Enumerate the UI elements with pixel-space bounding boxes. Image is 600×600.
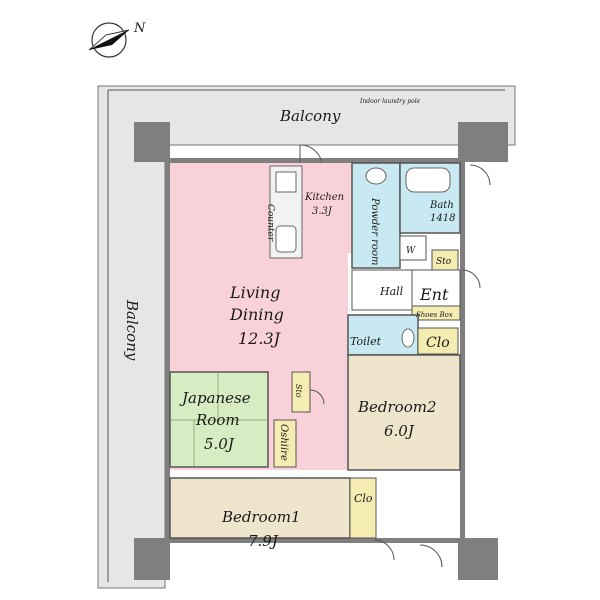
counter-label: Counter (265, 204, 275, 242)
japanese-size: 5.0J (204, 435, 235, 453)
bedroom1 (169, 477, 351, 539)
toilet-icon (401, 328, 415, 348)
entrance-area (411, 269, 461, 311)
living-size: 12.3J (238, 329, 282, 348)
hall-label: Hall (379, 285, 404, 298)
sink-icon (275, 225, 297, 253)
tatami-lines (170, 372, 268, 467)
bedroom2-label: Bedroom2 (357, 398, 437, 416)
storage-mid (291, 371, 311, 413)
bedroom2-size: 6.0J (384, 422, 415, 440)
balcony-left-label: Balcony (123, 299, 141, 361)
japanese-room (169, 371, 269, 468)
stove-icon (275, 171, 297, 193)
oshiire-closet (273, 419, 297, 468)
bathtub-icon (405, 167, 451, 193)
living-label-2: Dining (229, 305, 284, 324)
compass-label: N (133, 21, 146, 36)
living-label-1: Living (229, 283, 280, 302)
japanese-label-1: Japanese (179, 389, 251, 407)
kitchen-label: Kitchen (304, 192, 344, 203)
clo-bottom-label: Clo (354, 492, 373, 505)
door-arcs (299, 144, 491, 568)
bedroom1-label: Bedroom1 (221, 508, 301, 526)
bedroom1-size: 7.9J (248, 532, 279, 550)
washbasin-icon (365, 167, 387, 185)
washer-box (399, 235, 427, 261)
closet-bottom (349, 477, 377, 539)
hall-area (351, 269, 413, 311)
oshiire-label: Oshiire (278, 424, 289, 461)
clo-right-label: Clo (426, 335, 450, 351)
toilet-label: Toilet (350, 335, 382, 348)
closet-right (417, 327, 459, 355)
balcony-top-label: Balcony (279, 107, 341, 125)
bedroom2 (347, 354, 461, 471)
shoes-box (411, 305, 461, 321)
japanese-label-2: Room (195, 411, 240, 429)
bath-size: 1418 (430, 213, 455, 224)
laundry-pole-label: Indoor laundry pole (359, 98, 421, 105)
kitchen-size: 3.3J (312, 206, 333, 217)
washer-label: W (406, 246, 416, 256)
bath-label: Bath (429, 200, 454, 211)
powder-room-label: Powder room (369, 197, 380, 266)
shoes-box-label: Shoes Box (416, 311, 453, 319)
structural-columns (134, 122, 508, 580)
sto-top-label: Sto (436, 257, 452, 267)
sto-mid-label: Sto (294, 384, 303, 398)
ent-label: Ent (419, 285, 449, 304)
north-arrow-icon (88, 22, 130, 58)
